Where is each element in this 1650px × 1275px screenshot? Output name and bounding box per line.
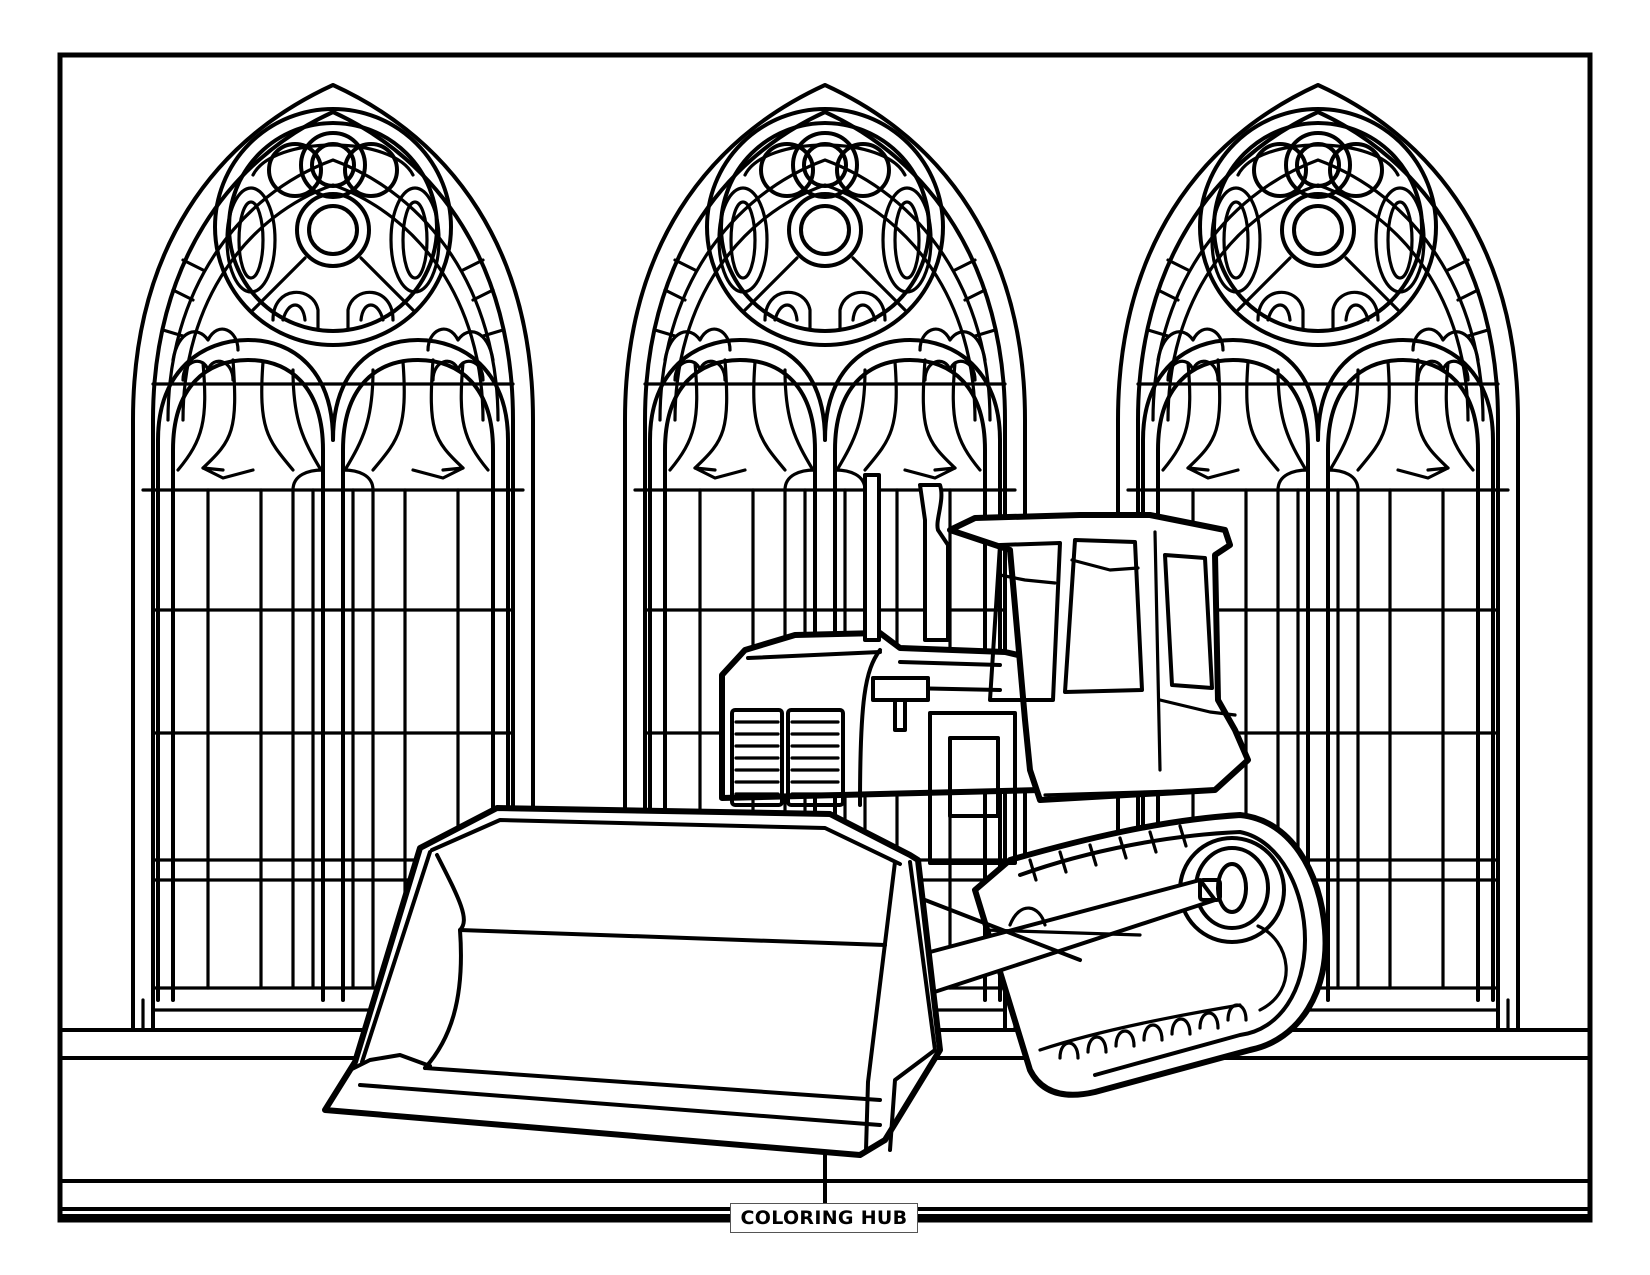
cab-front-window [988, 541, 1062, 702]
engine-grille-right [786, 708, 845, 807]
exhaust-stack-left [863, 473, 881, 642]
exhaust-stack-right [918, 483, 950, 642]
cab-door-window [1063, 538, 1144, 694]
track [972, 812, 1329, 1098]
side-window [948, 736, 1000, 818]
floor [58, 1028, 1592, 1218]
blade [322, 805, 943, 1158]
bulldozer [322, 473, 1329, 1158]
body [719, 473, 1251, 865]
cab-side-window [1163, 553, 1214, 690]
brand-label: COLORING HUB [730, 1203, 918, 1233]
engine-grille-left [730, 708, 784, 807]
